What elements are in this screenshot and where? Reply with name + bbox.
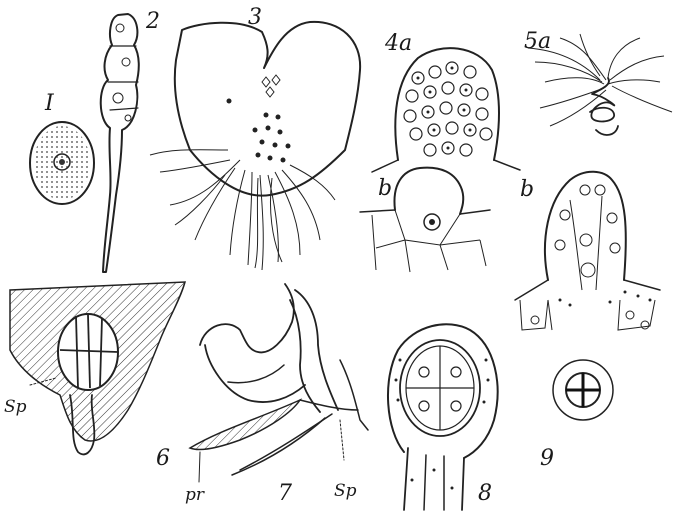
- figure-8-label: 8: [478, 481, 492, 506]
- figure-1-spore: I: [30, 91, 94, 204]
- figure-5a-label: 5a: [524, 29, 551, 54]
- figure-7-embryo: pr 7 Sp: [185, 284, 368, 506]
- figure-7-label: 7: [278, 481, 292, 506]
- figure-4b-label: b: [378, 176, 392, 201]
- figure-6-section: Sp 6: [4, 282, 185, 471]
- figure-2-germination: 2: [101, 9, 160, 272]
- figure-6-label: 6: [156, 446, 170, 471]
- figure-5a-spermatozoid: 5a: [524, 29, 672, 135]
- figure-3-label: 3: [248, 5, 262, 30]
- figure-3-prothallium: 3: [150, 5, 360, 270]
- figure-7-sp-label: Sp: [334, 481, 357, 501]
- figure-7-pr-label: pr: [185, 485, 205, 505]
- figure-5b-archegonium: b: [515, 172, 660, 330]
- figure-5b-label: b: [520, 177, 534, 202]
- figure-1-label: I: [44, 91, 55, 116]
- figure-9-embryo: 9: [540, 360, 613, 471]
- figure-6-sp-label: Sp: [4, 397, 27, 417]
- figure-9-label: 9: [540, 446, 554, 471]
- figure-4a-antheridium: 4a: [372, 31, 520, 172]
- figure-2-label: 2: [145, 9, 160, 34]
- figure-4a-label: 4a: [384, 31, 412, 56]
- figure-8-archegonium: 8: [388, 324, 498, 510]
- figure-4b-cell: b: [360, 168, 490, 272]
